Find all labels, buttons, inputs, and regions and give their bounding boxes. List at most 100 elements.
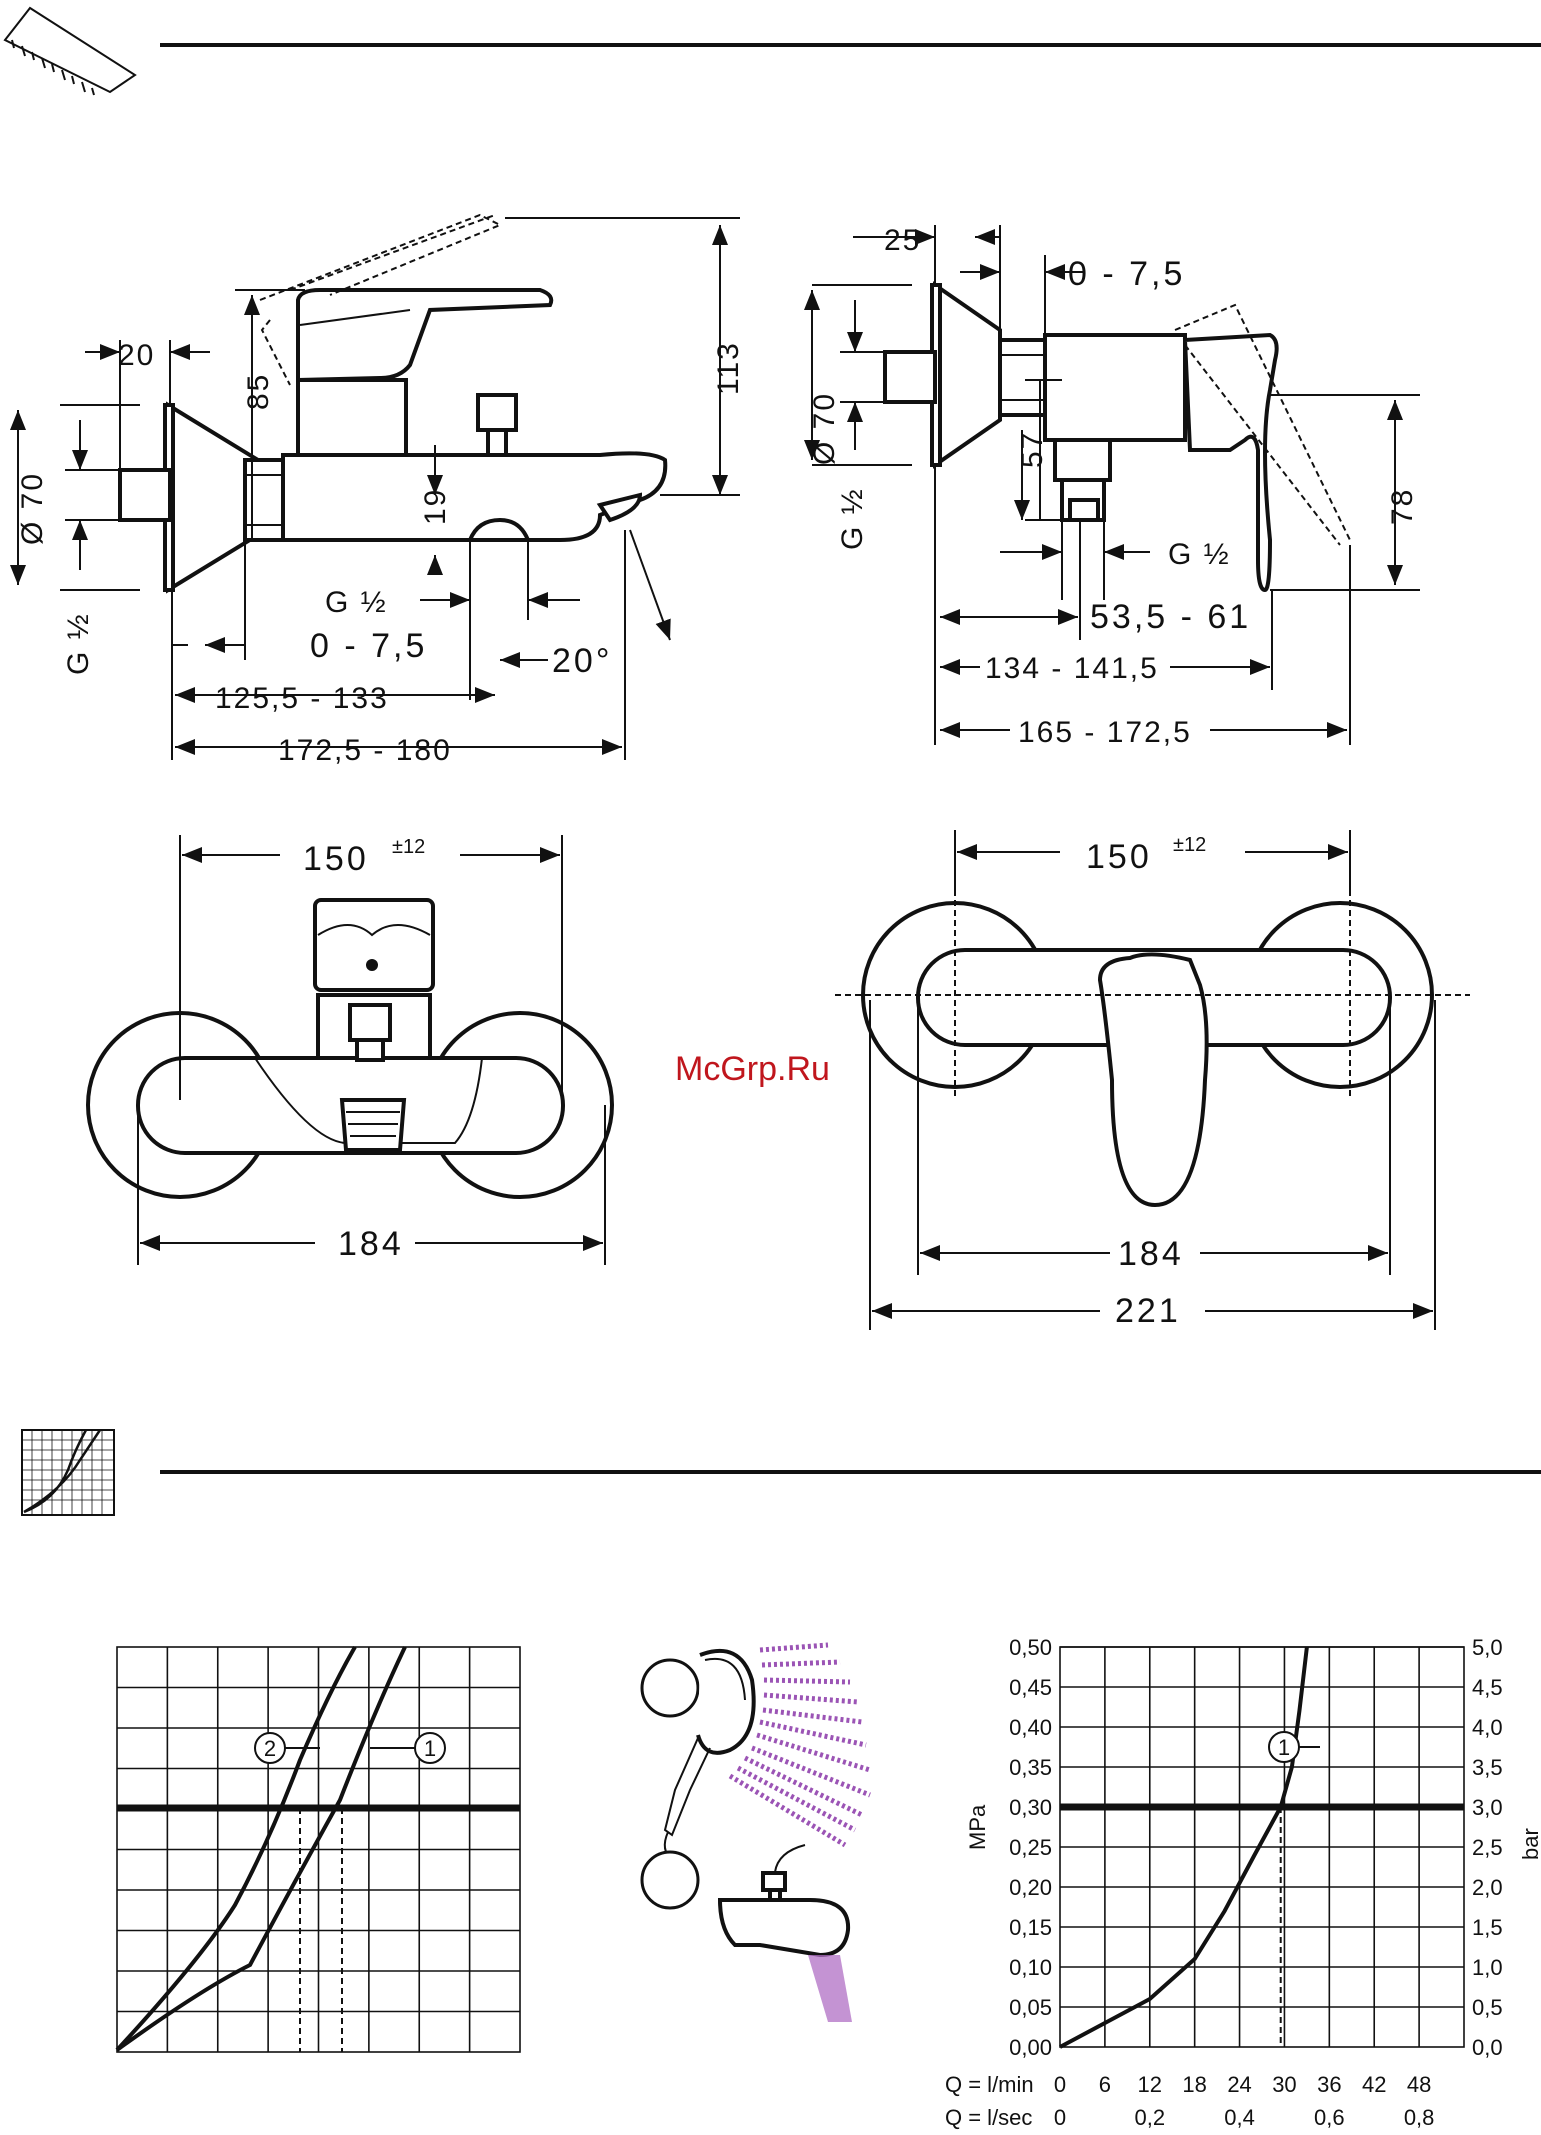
spray-line — [743, 1755, 864, 1818]
watermark-text: McGrp.Ru — [675, 1050, 830, 1088]
y-tick-bar: 1,5 — [1472, 1915, 1503, 1940]
dim-bath-125-5-133: 125,5 - 133 — [215, 682, 389, 715]
y-tick-bar: 1,0 — [1472, 1955, 1503, 1980]
dim-bath-0-7-5: 0 - 7,5 — [310, 627, 427, 665]
y-tick-bar: 2,5 — [1472, 1835, 1503, 1860]
spray-line — [763, 1692, 859, 1705]
x-tick-lmin: 42 — [1362, 2072, 1386, 2097]
dim-shower-tolerance: ±12 — [1173, 834, 1206, 856]
y-tick-mpa: 0,40 — [1009, 1715, 1052, 1740]
dim-bath-dia-70: Ø 70 — [16, 472, 49, 545]
y-tick-bar: 3,0 — [1472, 1795, 1503, 1820]
dim-bath-19: 19 — [419, 488, 452, 525]
y-tick-mpa: 0,35 — [1009, 1755, 1052, 1780]
x-tick-lmin: 0 — [1054, 2072, 1066, 2097]
dim-shower-78: 78 — [1386, 488, 1419, 525]
y-tick-mpa: 0,20 — [1009, 1875, 1052, 1900]
y-tick-mpa: 0,10 — [1009, 1955, 1052, 1980]
dim-bath-150: 150 — [303, 840, 369, 878]
dim-bath-tolerance: ±12 — [392, 836, 425, 858]
flow-chart-shower-grid — [1060, 1646, 1464, 2047]
y-tick-bar: 0,0 — [1472, 2035, 1503, 2060]
x-axis-label-lsec: Q = l/sec — [945, 2105, 1032, 2130]
bath-mixer-side-view — [118, 213, 668, 594]
dim-shower-57: 57 — [1016, 431, 1049, 468]
shower-side-dimensions — [804, 225, 1420, 745]
y-tick-mpa: 0,50 — [1009, 1635, 1052, 1660]
bath-mixer-front-view — [86, 898, 614, 1199]
curve-1-label: 1 — [424, 1736, 436, 1761]
hand-shower-position-icon — [640, 1658, 700, 1718]
spray-icon — [728, 1642, 871, 1848]
y-tick-bar: 0,5 — [1472, 1995, 1503, 2020]
y-tick-mpa: 0,00 — [1009, 2035, 1052, 2060]
x-tick-lsec: 0,4 — [1224, 2105, 1255, 2130]
spray-line — [736, 1765, 857, 1833]
curve-2-label: 2 — [264, 1736, 276, 1761]
dim-bath-g-half-outlet: G ½ — [325, 586, 388, 619]
spray-line — [761, 1659, 841, 1668]
x-axis-label-lmin: Q = l/min — [945, 2072, 1034, 2097]
dim-shower-150: 150 — [1086, 838, 1152, 876]
ruler-icon — [3, 6, 137, 96]
x-tick-lmin: 48 — [1407, 2072, 1431, 2097]
y-tick-bar: 4,5 — [1472, 1675, 1503, 1700]
bath-spout-position-icon — [640, 1850, 700, 1910]
spray-line — [763, 1677, 851, 1685]
y-tick-mpa: 0,05 — [1009, 1995, 1052, 2020]
bath-side-dimensions — [10, 217, 740, 760]
dim-shower-g-half-outlet: G ½ — [1168, 538, 1231, 571]
x-tick-lmin: 36 — [1317, 2072, 1341, 2097]
flow-chart-bath: 2 1 — [115, 1645, 521, 2053]
spray-line — [759, 1719, 867, 1748]
dim-bath-20: 20 — [118, 339, 155, 372]
dim-bath-85: 85 — [242, 373, 275, 410]
dim-shower-221: 221 — [1115, 1292, 1181, 1330]
spray-line — [728, 1773, 847, 1848]
curve-1 — [115, 1646, 407, 2052]
x-tick-lmin: 6 — [1099, 2072, 1111, 2097]
y-axis-left-label: MPa — [965, 1804, 990, 1850]
x-tick-lsec: 0,2 — [1134, 2105, 1165, 2130]
x-tick-lmin: 24 — [1227, 2072, 1251, 2097]
dim-bath-172-5-180: 172,5 - 180 — [278, 734, 452, 767]
dimension-labels: 20 85 113 Ø 70 G ½ 19 G ½ 0 - 7,5 20° 12… — [16, 224, 1419, 1330]
x-tick-lmin: 18 — [1182, 2072, 1206, 2097]
spray-line — [759, 1642, 829, 1653]
dim-shower-165-172-5: 165 - 172,5 — [1018, 716, 1192, 749]
x-tick-lsec: 0,8 — [1404, 2105, 1435, 2130]
y-tick-bar: 2,0 — [1472, 1875, 1503, 1900]
y-tick-bar: 4,0 — [1472, 1715, 1503, 1740]
shower-mixer-side-view — [883, 281, 1351, 593]
curve-1-label: 1 — [1278, 1735, 1290, 1760]
dim-bath-g-half-left: G ½ — [62, 612, 95, 675]
y-tick-mpa: 0,15 — [1009, 1915, 1052, 1940]
y-tick-mpa: 0,30 — [1009, 1795, 1052, 1820]
spray-line — [756, 1732, 871, 1773]
y-tick-bar: 5,0 — [1472, 1635, 1503, 1660]
x-tick-lsec: 0,6 — [1314, 2105, 1345, 2130]
flow-graph-icon — [21, 1429, 115, 1516]
dim-bath-angle-20: 20° — [552, 642, 612, 680]
dim-shower-184: 184 — [1118, 1235, 1184, 1273]
y-tick-bar: 3,5 — [1472, 1755, 1503, 1780]
dim-shower-0-7-5: 0 - 7,5 — [1068, 255, 1185, 293]
y-tick-mpa: 0,25 — [1009, 1835, 1052, 1860]
dim-shower-53-5-61: 53,5 - 61 — [1090, 598, 1251, 636]
spray-line — [762, 1707, 863, 1725]
curve-2 — [115, 1645, 357, 2052]
flow-chart-bath-grid — [117, 1647, 520, 2052]
bath-front-dimensions — [137, 835, 606, 1265]
y-axis-right-label: bar — [1518, 1828, 1541, 1860]
shower-front-dimensions — [869, 830, 1436, 1330]
dim-shower-g-half-left: G ½ — [836, 487, 869, 550]
x-tick-lmin: 30 — [1272, 2072, 1296, 2097]
dim-shower-25: 25 — [884, 224, 921, 257]
usage-illustration — [640, 1642, 871, 2022]
dim-shower-134-141-5: 134 - 141,5 — [985, 652, 1159, 685]
y-tick-mpa: 0,45 — [1009, 1675, 1052, 1700]
